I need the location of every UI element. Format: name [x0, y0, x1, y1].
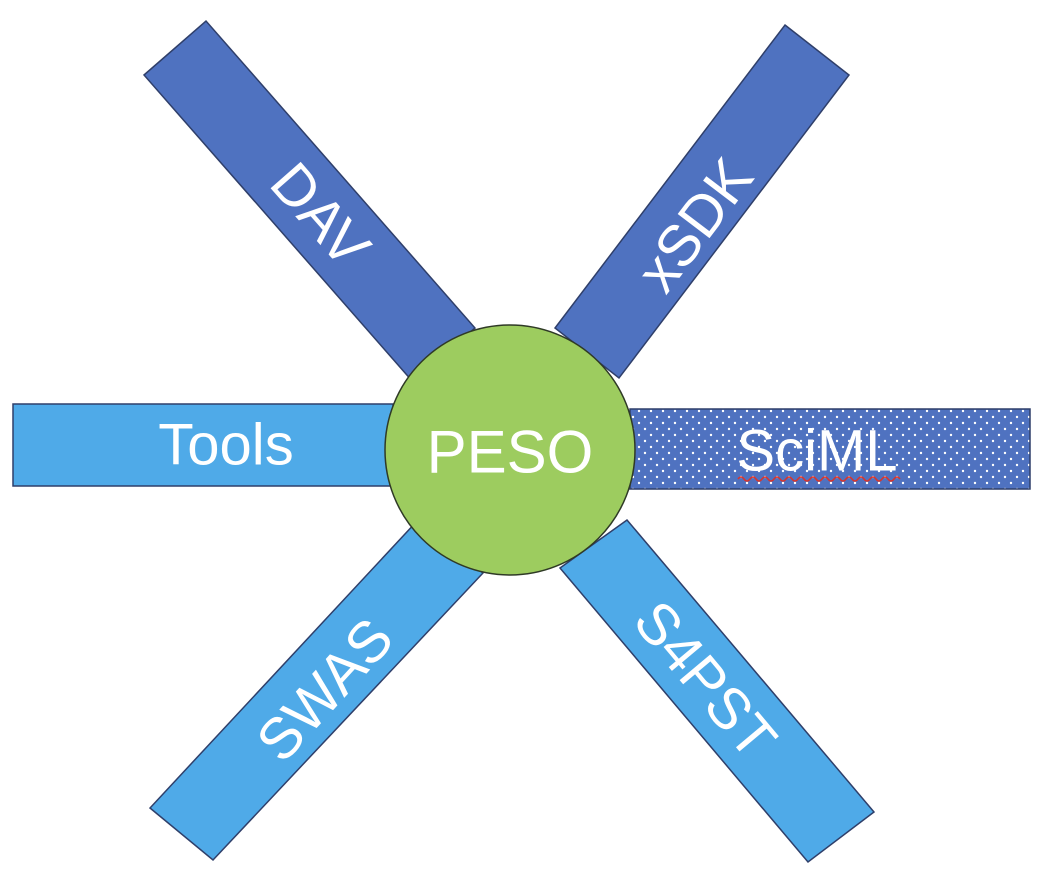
spoke-s4pst: S4PST [558, 518, 876, 864]
spoke-s4pst-bar [558, 518, 876, 864]
spellcheck-underline [737, 476, 901, 482]
spoke-dav-bar [142, 19, 477, 384]
spoke-swas: SWAS [148, 518, 485, 862]
hub-peso: PESO [384, 324, 636, 576]
hub-label: PESO [427, 419, 594, 486]
spoke-xsdk-bar [553, 23, 851, 380]
spoke-tools-label: Tools [158, 413, 293, 478]
spoke-tools: Tools [12, 403, 394, 487]
spoke-xsdk: xSDK [553, 23, 851, 380]
hub-circle [384, 324, 636, 576]
spoke-dav: DAV [142, 19, 477, 384]
spoke-swas-bar [148, 518, 485, 862]
spoke-sciml: SciML [629, 408, 1031, 490]
spoke-sciml-label: SciML [736, 419, 897, 484]
